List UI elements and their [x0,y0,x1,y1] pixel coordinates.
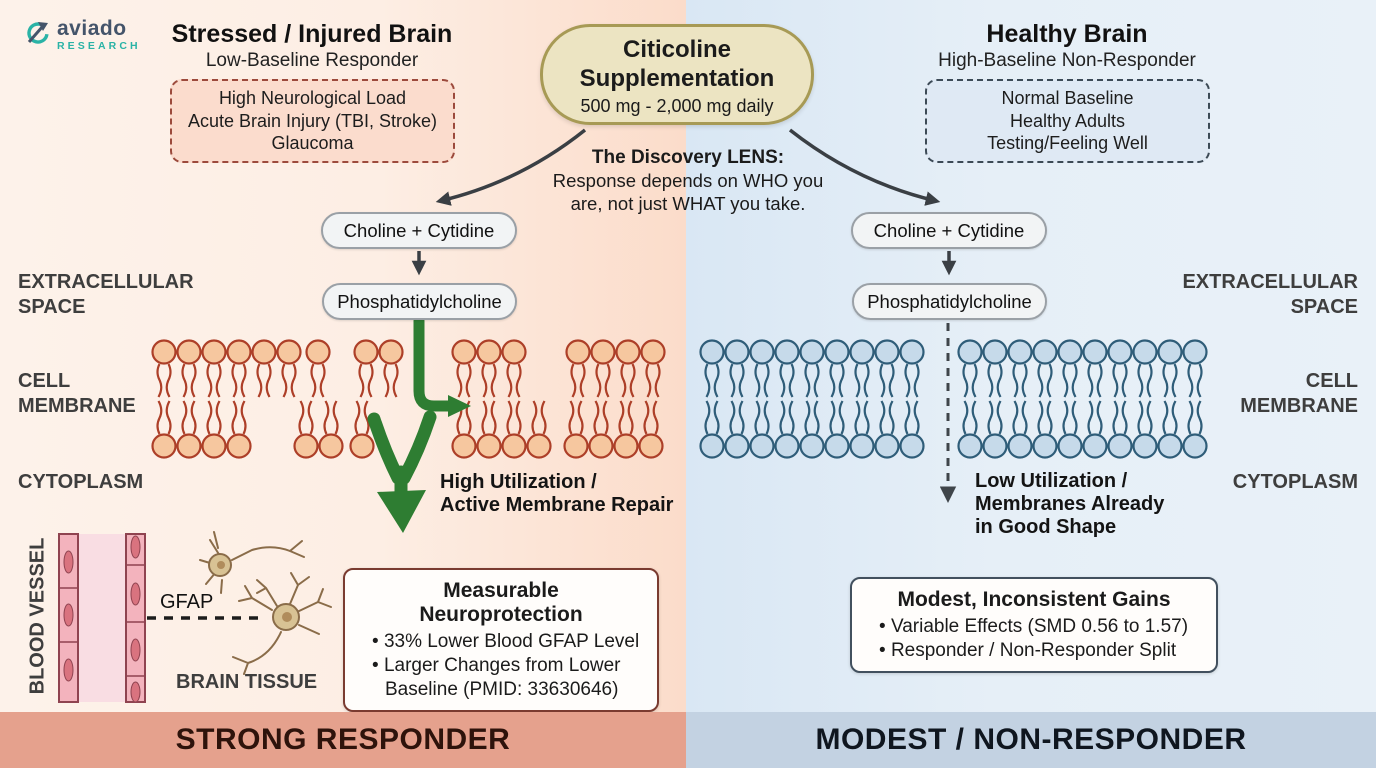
high-utilization-arrow-icon [367,315,471,533]
brand-logo: aviado RESEARCH [24,18,141,52]
left-utilization-note: High Utilization / Active Membrane Repai… [440,471,674,516]
left-outcome-bullet-1: 33% Lower Blood GFAP Level [359,630,643,654]
left-footer-bar: STRONG RESPONDER [0,712,686,768]
left-outcome-bullet-2: Larger Changes from Lower Baseline (PMID… [359,654,643,702]
right-cell-membrane-label: CELL MEMBRANE [1240,370,1358,417]
left-cell-membrane-label: CELL MEMBRANE [18,370,136,417]
left-outcome-card: Measurable Neuroprotection 33% Lower Blo… [343,568,659,712]
right-condition-2: Healthy Adults [1009,110,1126,131]
citicoline-dose: 500 mg - 2,000 mg daily [580,96,774,116]
citicoline-title-line1: Citicoline [622,36,731,63]
brand-name: aviado [57,17,127,40]
left-title: Stressed / Injured Brain [171,20,453,48]
right-conditions-box: Normal Baseline Healthy Adults Testing/F… [925,79,1210,163]
left-condition-3: Glaucoma [271,133,354,154]
lipid-bilayer-intact-icon [699,339,1208,459]
curved-arrow-left-icon [435,128,587,206]
right-outcome-bullet-2: Responder / Non-Responder Split [866,639,1202,663]
right-utilization-note: Low Utilization / Membranes Already in G… [975,470,1165,538]
right-choline-cytidine-pill: Choline + Cytidine [851,212,1047,249]
left-extracellular-label: EXTRACELLULAR SPACE [18,271,194,318]
left-subtitle: Low-Baseline Responder [205,50,419,71]
brain-tissue-label: BRAIN TISSUE [176,671,318,693]
neurons-icon [199,531,332,675]
lens-heading: The Discovery LENS: [591,147,785,168]
lipid-bilayer-damaged-icon [151,339,666,459]
brand-subtitle: RESEARCH [57,40,141,52]
left-outcome-title: Measurable Neuroprotection [419,579,583,626]
discovery-lens-note: The Discovery LENS: Response depends on … [523,146,853,215]
left-choline-cytidine-pill: Choline + Cytidine [321,212,517,249]
citicoline-box: Citicoline Supplementation 500 mg - 2,00… [540,24,814,125]
right-footer-bar: MODEST / NON-RESPONDER [686,712,1376,768]
blood-vessel-icon [58,533,146,703]
left-condition-2: Acute Brain Injury (TBI, Stroke) [187,110,438,131]
left-condition-1: High Neurological Load [218,88,407,109]
right-phosphatidylcholine-pill: Phosphatidylcholine [852,283,1047,320]
right-title: Healthy Brain [986,20,1148,48]
left-conditions-box: High Neurological Load Acute Brain Injur… [170,79,455,163]
left-phosphatidylcholine-pill: Phosphatidylcholine [322,283,517,320]
curved-arrow-right-icon [788,128,941,206]
right-outcome-title: Modest, Inconsistent Gains [897,588,1171,611]
citicoline-title-line2: Supplementation [579,65,775,92]
lens-line1: Response depends on WHO you [552,170,824,191]
right-subtitle: High-Baseline Non-Responder [938,50,1196,71]
right-extracellular-label: EXTRACELLULAR SPACE [1182,271,1358,318]
blood-vessel-label: BLOOD VESSEL [26,537,49,695]
right-outcome-card: Modest, Inconsistent Gains Variable Effe… [850,577,1218,673]
right-cytoplasm-label: CYTOPLASM [1232,471,1358,493]
aviado-logo-icon [27,22,49,44]
right-outcome-bullet-1: Variable Effects (SMD 0.56 to 1.57) [866,615,1202,639]
right-condition-3: Testing/Feeling Well [987,133,1148,154]
lens-line2: are, not just WHAT you take. [570,193,806,214]
left-cytoplasm-label: CYTOPLASM [18,471,144,493]
right-condition-1: Normal Baseline [1001,88,1134,109]
gfap-label: GFAP [160,591,214,613]
